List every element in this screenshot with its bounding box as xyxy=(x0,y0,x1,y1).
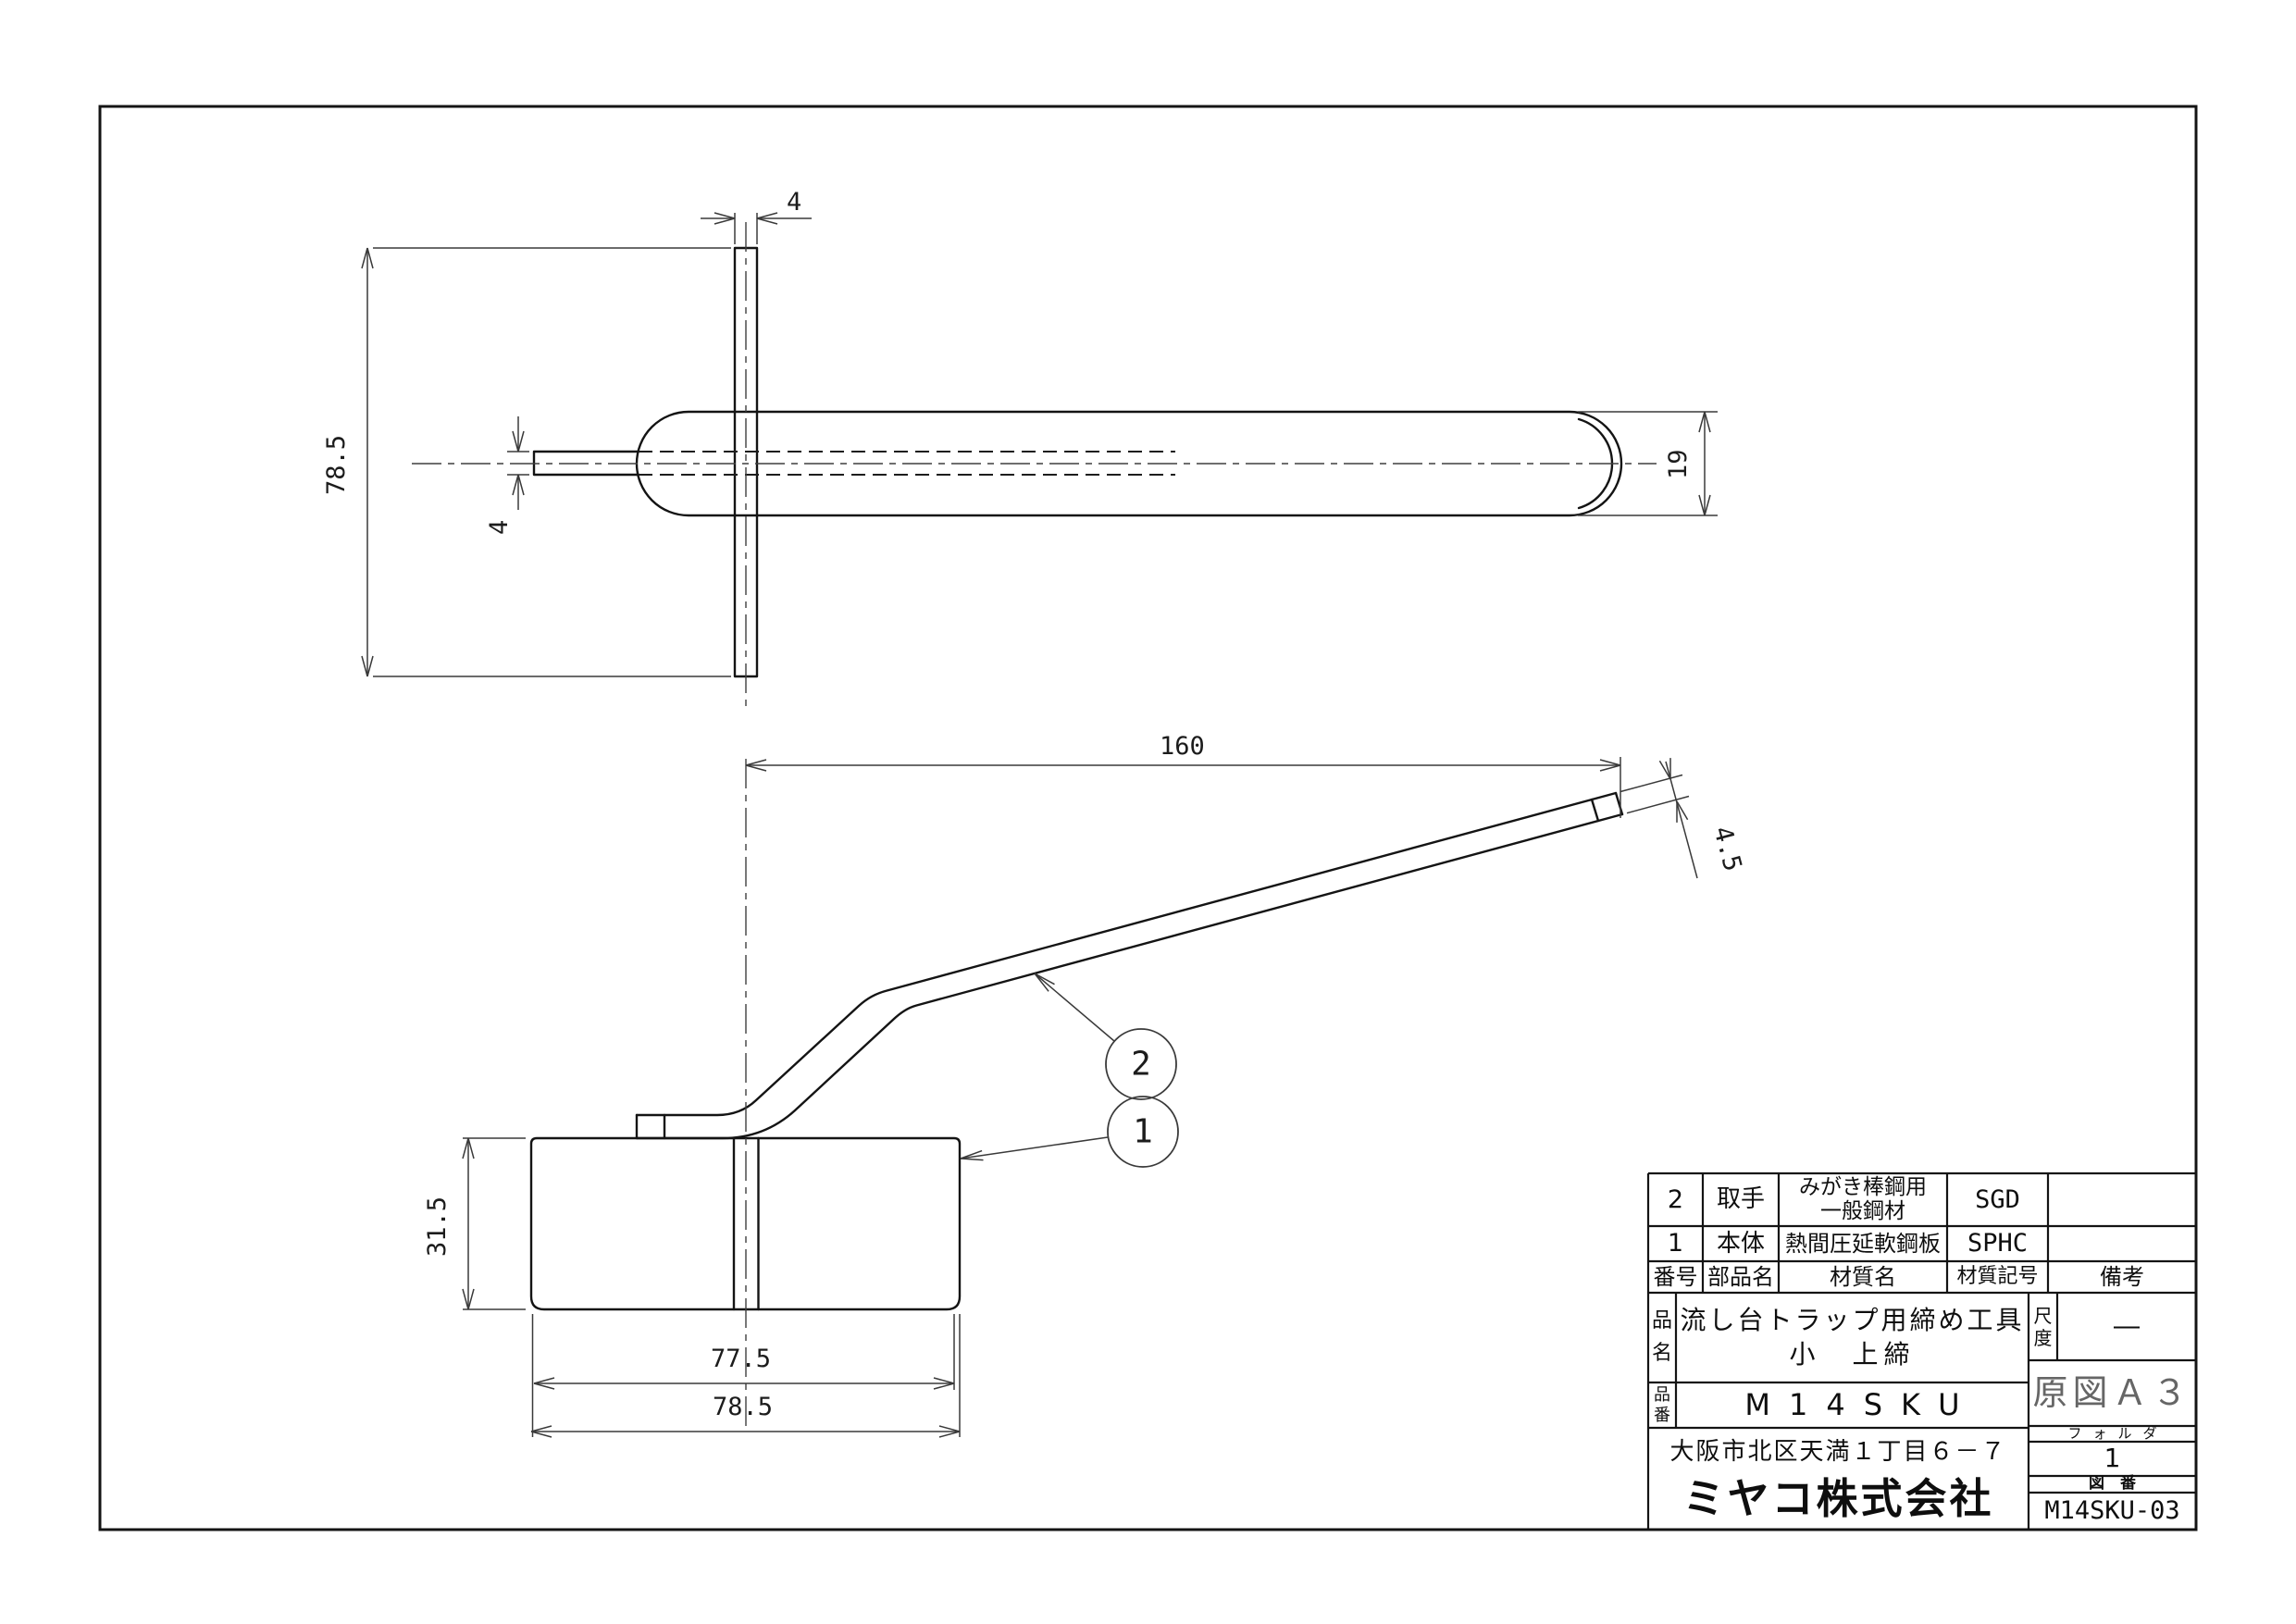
parts-row2-code: SGD xyxy=(1975,1184,2020,1214)
balloon-handle: 2 xyxy=(1034,973,1177,1100)
parts-row1-remarks xyxy=(2048,1226,2196,1261)
balloon-handle-number: 2 xyxy=(1131,1046,1151,1084)
dim-length: 160 xyxy=(745,732,1621,818)
dim-body-widths: 77.5 78.5 xyxy=(530,1314,961,1438)
dim-rod-thickness: 4 xyxy=(485,416,529,535)
parts-row1-no: 1 xyxy=(1667,1229,1684,1258)
balloon-body-number: 1 xyxy=(1133,1113,1153,1151)
product-number-value: M14SKU xyxy=(1744,1386,1979,1422)
drawing-number-value: M14SKU-03 xyxy=(2044,1495,2180,1525)
handle-bar-outline xyxy=(635,410,1623,517)
parts-header-remarks: 備考 xyxy=(2100,1263,2144,1290)
balloon-body: 1 xyxy=(960,1096,1179,1168)
handle-tip-mark xyxy=(1590,798,1600,823)
product-number-label: 品 番 xyxy=(1654,1384,1670,1425)
top-view: 4 78.5 4 19 xyxy=(322,188,1718,713)
dim-tip-thickness: 4.5 xyxy=(1620,758,1747,879)
dim-label-tip-thickness: 4.5 xyxy=(1707,824,1747,874)
company-address: 大阪市北区天満１丁目６－７ xyxy=(1669,1437,2007,1466)
product-name-label: 品 名 xyxy=(1651,1309,1672,1365)
product-name-value: 流し台トラップ用締め工具 小 上締 xyxy=(1680,1304,2025,1370)
drawing-number-label: 図 番 xyxy=(2089,1474,2136,1494)
sheet-frame xyxy=(98,105,2198,1531)
side-view: 160 4.5 31.5 77.5 78.5 xyxy=(423,732,1747,1438)
title-block-grid xyxy=(1646,1172,2196,1530)
parts-row1-material: 熱間圧延軟鋼板 xyxy=(1785,1230,1941,1257)
dim-label-bar-width: 19 xyxy=(1664,449,1693,479)
dim-pin-width: 4 xyxy=(701,188,812,244)
parts-row2-name: 取手 xyxy=(1716,1185,1765,1214)
parts-header-code: 材質記号 xyxy=(1956,1264,2039,1288)
original-size: 原図Ａ３ xyxy=(2032,1371,2192,1413)
folder-label: フォルダ xyxy=(2067,1424,2168,1442)
handle-tip-face xyxy=(1614,791,1624,816)
company-name: ミヤコ株式会社 xyxy=(1682,1474,1994,1524)
dim-label-body-outer-width: 78.5 xyxy=(713,1393,773,1421)
parts-row2-remarks xyxy=(2048,1173,2196,1226)
dim-bar-width: 19 xyxy=(1578,411,1718,516)
parts-row2-no: 2 xyxy=(1667,1184,1684,1214)
dim-label-rod-thickness: 4 xyxy=(485,520,514,535)
dim-label-length: 160 xyxy=(1160,732,1205,761)
parts-row2-material: みがき棒鋼用 一般鋼材 xyxy=(1799,1175,1927,1223)
parts-header-no: 番号 xyxy=(1653,1263,1698,1290)
parts-row1-name: 本体 xyxy=(1716,1229,1765,1258)
dim-label-total-height: 78.5 xyxy=(322,435,351,495)
dim-body-height: 31.5 xyxy=(423,1137,526,1310)
folder-value: 1 xyxy=(2104,1443,2121,1474)
dim-label-body-height: 31.5 xyxy=(423,1196,452,1257)
parts-header-name: 部品名 xyxy=(1707,1263,1774,1290)
dim-label-body-inner-width: 77.5 xyxy=(711,1345,771,1373)
handle-lower-edge xyxy=(635,812,1624,1140)
dim-total-height: 78.5 xyxy=(322,247,731,677)
body-outline xyxy=(529,1136,962,1311)
handle-upper-edge xyxy=(635,791,1618,1117)
parts-row1-code: SPHC xyxy=(1967,1229,2029,1258)
dim-label-pin-width: 4 xyxy=(787,188,801,217)
parts-header-material: 材質名 xyxy=(1830,1263,1896,1290)
scale-label: 尺 度 xyxy=(2033,1304,2053,1349)
scale-value: ― xyxy=(2114,1310,2140,1342)
